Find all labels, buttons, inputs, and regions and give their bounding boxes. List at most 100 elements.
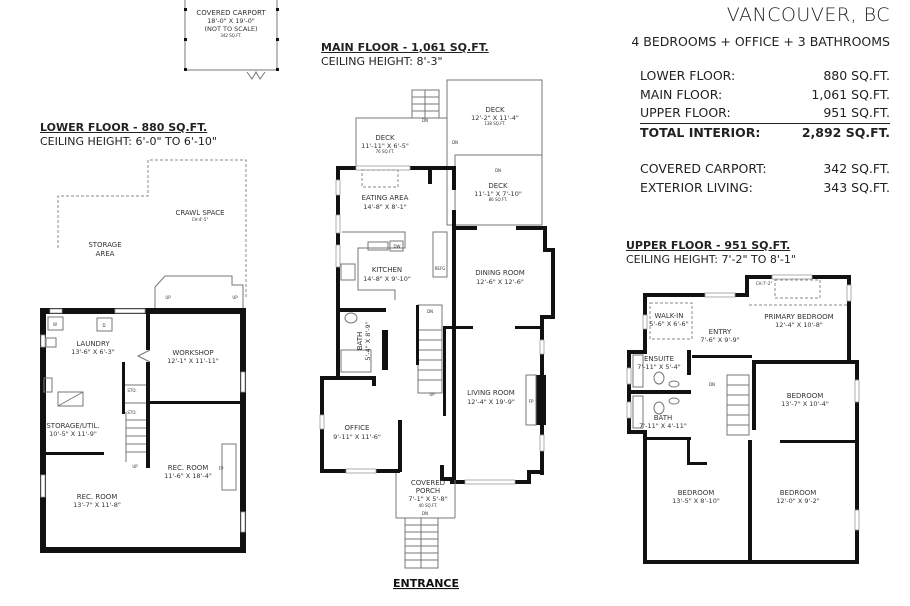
upper-floor-heading: UPPER FLOOR - 951 SQ.FT. CEILING HEIGHT:… — [626, 239, 796, 267]
room-name: BATH — [356, 332, 364, 351]
area-label: LOWER FLOOR: — [640, 68, 736, 83]
fridge-label: REFG — [435, 266, 446, 271]
porch-label: COVERED — [411, 479, 445, 487]
down-label: DN — [495, 168, 501, 173]
room-dims: 12'-4" X 10'-8" — [775, 321, 823, 329]
entrance-label: ENTRANCE — [393, 577, 459, 590]
area-row-main: MAIN FLOOR:1,061 SQ.FT. — [640, 86, 890, 105]
area-value: 343 SQ.FT. — [823, 179, 890, 195]
area-value: 2,892 SQ.FT. — [801, 124, 890, 140]
fireplace-label: FP — [529, 399, 534, 404]
room-dims: 5'-4" X 8'-9" — [364, 321, 372, 360]
area-value: 342 SQ.FT. — [823, 161, 890, 176]
room-name: WORKSHOP — [172, 349, 213, 357]
down-label: DN — [452, 140, 458, 145]
area-summary-table: LOWER FLOOR:880 SQ.FT. MAIN FLOOR:1,061 … — [640, 67, 890, 197]
area-row-exterior: EXTERIOR LIVING: 343 SQ.FT. — [640, 179, 890, 198]
room-name: DINING ROOM — [475, 269, 525, 277]
deck-dims: 11'-11" X 6'-5" — [361, 142, 409, 150]
room-name: ENSUITE — [644, 355, 674, 363]
room-name: PRIMARY BEDROOM — [764, 313, 833, 321]
down-label: DN — [422, 118, 428, 123]
porch-dims: 7'-1" X 5'-8" — [408, 495, 447, 503]
room-name: BATH — [654, 414, 673, 422]
up-label: UP — [165, 295, 171, 300]
room-dims: 7'-11" X 5'-4" — [637, 363, 681, 371]
location-title: VANCOUVER, BC — [726, 4, 890, 26]
room-name: ENTRY — [709, 328, 732, 336]
storage-closet-label: STO. — [127, 410, 136, 415]
area-label: TOTAL INTERIOR: — [640, 124, 761, 140]
main-floor-plan: DECK 11'-11" X 6'-5" 76 SQ.FT. DECK 12'-… — [319, 79, 555, 590]
room-dims: 7'-6" X 9'-9" — [700, 336, 739, 344]
upper-floor-plan: CH:7'-2" DN WALK-IN 5'-6" X 6'-6" ENTRY … — [626, 274, 860, 564]
area-row-total: TOTAL INTERIOR: 2,892 SQ.FT. — [640, 124, 890, 143]
area-row-lower: LOWER FLOOR:880 SQ.FT. — [640, 67, 890, 86]
area-row-upper: UPPER FLOOR: 951 SQ.FT. — [640, 104, 890, 124]
room-name: EATING AREA — [362, 194, 409, 202]
fireplace-label: FP — [219, 466, 224, 471]
deck-dims: 11'-1" X 7'-10" — [474, 190, 522, 198]
dishwasher-label: DW — [393, 244, 400, 249]
lower-floor-ceiling: CEILING HEIGHT: 6'-0" TO 6'-10" — [40, 135, 217, 148]
main-floor-heading: MAIN FLOOR - 1,061 SQ.FT. CEILING HEIGHT… — [321, 41, 489, 69]
carport-plan: COVERED CARPORT 18'-0" X 19'-0" (NOT TO … — [184, 0, 279, 80]
property-summary: 4 BEDROOMS + OFFICE + 3 BATHROOMS — [631, 34, 890, 49]
dryer-label: D — [102, 323, 105, 328]
room-dims: 12'-4" X 19'-9" — [467, 398, 515, 406]
down-label: DN — [422, 511, 428, 516]
lower-floor-heading: LOWER FLOOR - 880 SQ.FT. CEILING HEIGHT:… — [40, 121, 217, 149]
room-dims: 12'-0" X 9'-2" — [776, 497, 820, 505]
upper-floor-ceiling: CEILING HEIGHT: 7'-2" TO 8'-1" — [626, 253, 796, 266]
area-label: COVERED CARPORT: — [640, 161, 767, 176]
room-dims: 11'-6" X 18'-4" — [164, 472, 212, 480]
area-label: EXTERIOR LIVING: — [640, 179, 753, 195]
main-floor-ceiling: CEILING HEIGHT: 8'-3" — [321, 55, 443, 68]
washer-label: W — [53, 322, 57, 327]
deck-area: 86 SQ.FT. — [489, 197, 508, 202]
room-name: BEDROOM — [787, 392, 824, 400]
up-label: UP — [132, 464, 138, 469]
area-label: UPPER FLOOR: — [640, 105, 731, 120]
storage-closet-label: STO. — [127, 388, 136, 393]
storage-area-label: AREA — [96, 250, 115, 258]
up-label: UP — [429, 392, 435, 397]
lower-floor-plan: CRAWL SPACE CH:4'-5" STORAGE AREA UP UP … — [40, 159, 247, 553]
upper-floor-title: UPPER FLOOR - 951 SQ.FT. — [626, 239, 791, 252]
deck-label: DECK — [488, 182, 508, 190]
room-dims: 13'-5" X 8'-10" — [672, 497, 720, 505]
carport-note: (NOT TO SCALE) — [204, 25, 257, 33]
deck-label: DECK — [375, 134, 395, 142]
room-name: BEDROOM — [780, 489, 817, 497]
area-value: 951 SQ.FT. — [823, 105, 890, 120]
room-dims: 13'-7" X 10'-4" — [781, 400, 829, 408]
up-label: UP — [232, 295, 238, 300]
lower-floor-title: LOWER FLOOR - 880 SQ.FT. — [40, 121, 208, 134]
storage-area-label: STORAGE — [88, 241, 121, 249]
area-value: 1,061 SQ.FT. — [811, 86, 890, 102]
room-dims: 12'-6" X 12'-6" — [476, 278, 524, 286]
carport-dims: 18'-0" X 19'-0" — [207, 17, 255, 25]
crawl-space-ceiling: CH:4'-5" — [192, 217, 209, 222]
room-dims: 14'-8" X 8'-1" — [363, 203, 407, 211]
room-dims: 12'-1" X 11'-11" — [167, 357, 219, 365]
room-name: LAUNDRY — [76, 340, 110, 348]
room-name: BEDROOM — [678, 489, 715, 497]
deck-area: 138 SQ.FT. — [484, 121, 505, 126]
room-name: STORAGE/UTIL. — [46, 422, 99, 430]
carport-label: COVERED CARPORT — [196, 9, 266, 17]
area-row-carport: COVERED CARPORT: 342 SQ.FT. — [640, 160, 890, 179]
carport-area: 342 SQ.FT. — [220, 33, 241, 38]
room-name: KITCHEN — [372, 266, 402, 274]
room-dims: 10'-5" X 11'-9" — [49, 430, 97, 438]
room-dims: 9'-11" X 11'-6" — [333, 433, 381, 441]
ceiling-height-label: CH:7'-2" — [756, 281, 773, 286]
deck-area: 76 SQ.FT. — [376, 149, 395, 154]
down-label: DN — [709, 382, 715, 387]
main-floor-title: MAIN FLOOR - 1,061 SQ.FT. — [321, 41, 489, 54]
room-dims: 5'-6" X 6'-6" — [649, 320, 688, 328]
room-name: REC. ROOM — [77, 493, 118, 501]
room-dims: 7'-11" X 4'-11" — [639, 422, 687, 430]
room-dims: 13'-7" X 11'-8" — [73, 501, 121, 509]
